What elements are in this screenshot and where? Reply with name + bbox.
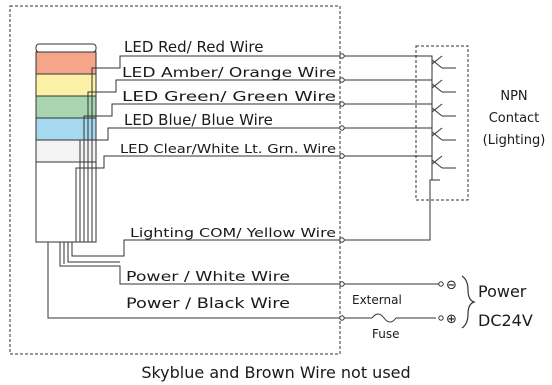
- terminal-power-black: [339, 315, 345, 321]
- wire-amber: [87, 79, 342, 242]
- plus-symbol: ⊕: [446, 312, 457, 327]
- power-minus-dot: [438, 281, 444, 287]
- power-brace: [461, 275, 476, 329]
- clear-segment: [35, 139, 97, 163]
- terminal-red: [339, 53, 345, 59]
- label-wire-amber: LED Amber/ Orange Wire: [122, 66, 336, 81]
- label-power-line1: Power: [478, 282, 527, 301]
- npn-common-rail: [429, 68, 433, 198]
- wire-com: [71, 239, 342, 257]
- terminal-power-white: [339, 281, 345, 287]
- npn-transistor-3: [420, 103, 456, 117]
- terminal-clear: [339, 153, 345, 159]
- fuse-icon: [371, 313, 397, 323]
- footnote: Skyblue and Brown Wire not used: [141, 363, 410, 382]
- label-npn-line2: Contact: [489, 111, 540, 126]
- wire-clear: [75, 155, 342, 242]
- terminal-amber: [339, 77, 345, 83]
- amber-segment: [35, 73, 97, 97]
- device-boundary: [9, 5, 341, 355]
- terminal-blue: [339, 125, 345, 131]
- power-terminals: ⊖ ⊕: [344, 275, 476, 329]
- label-wire-red: LED Red/ Red Wire: [124, 38, 263, 56]
- boundary-terminals: [339, 53, 345, 321]
- terminal-com: [339, 237, 345, 243]
- power-plus-dot: [438, 315, 444, 321]
- label-power-black: Power / Black Wire: [126, 296, 290, 312]
- label-fuse-line2: Fuse: [372, 327, 400, 341]
- label-npn-line3: (Lighting): [483, 133, 546, 148]
- label-wire-green: LED Green/ Green Wire: [122, 90, 336, 105]
- label-fuse-line1: External: [352, 293, 402, 307]
- tower-cap: [35, 43, 97, 53]
- label-npn-line1: NPN: [500, 89, 527, 104]
- label-wire-blue: LED Blue/ Blue Wire: [124, 111, 273, 129]
- label-wire-clear: LED Clear/White Lt. Grn. Wire: [120, 142, 336, 156]
- tower-light: [35, 43, 97, 243]
- external-fuse: [344, 313, 436, 323]
- green-segment: [35, 95, 97, 119]
- npn-transistors: [420, 55, 456, 198]
- wire-red: [91, 55, 342, 242]
- label-wire-com: Lighting COM/ Yellow Wire: [130, 226, 336, 240]
- tower-base: [35, 161, 97, 243]
- npn-contact-box: [415, 45, 469, 201]
- wire-green: [83, 103, 342, 242]
- red-segment: [35, 51, 97, 75]
- blue-segment: [35, 117, 97, 141]
- terminal-green: [339, 101, 345, 107]
- label-power-white: Power / White Wire: [126, 270, 290, 285]
- npn-transistor-1: [420, 55, 456, 69]
- wire-bundle-1: [67, 242, 120, 263]
- npn-transistor-2: [420, 79, 456, 93]
- wire-power-black: [47, 242, 342, 319]
- label-power-line2: DC24V: [478, 311, 533, 330]
- npn-transistor-4: [420, 127, 456, 141]
- npn-transistor-5: [420, 155, 456, 169]
- wires: [47, 55, 440, 319]
- minus-symbol: ⊖: [446, 278, 457, 293]
- wire-blue: [79, 127, 342, 242]
- npn-wires: [344, 55, 431, 241]
